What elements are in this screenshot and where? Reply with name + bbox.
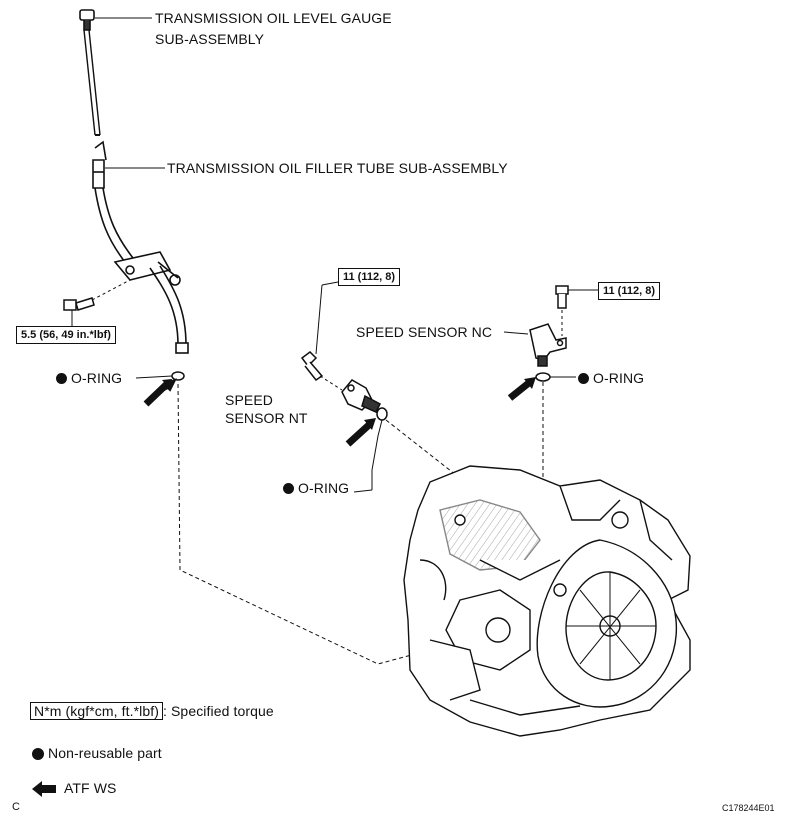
non-reusable-dot-icon	[56, 373, 67, 384]
o-ring-nc	[535, 372, 551, 382]
legend-torque: N*m (kgf*cm, ft.*lbf): Specified torque	[30, 702, 274, 720]
legend-nonreusable: Non-reusable part	[48, 745, 162, 761]
legend-dot-icon	[32, 748, 44, 760]
oil-filler-tube	[92, 140, 189, 354]
speed-sensor-nt-label-line1: SPEED	[225, 392, 273, 408]
atf-arrow-nc	[507, 379, 533, 401]
torque-nc-bolt: 11 (112, 8)	[598, 282, 660, 300]
atf-arrow-nt	[345, 421, 373, 447]
gauge-label-line1: TRANSMISSION OIL LEVEL GAUGE	[155, 10, 392, 26]
legend-arrow-icon	[32, 781, 56, 797]
filler-tube-label: TRANSMISSION OIL FILLER TUBE SUB-ASSEMBL…	[167, 160, 508, 176]
o-ring-nt	[376, 407, 388, 421]
speed-sensor-nc-label: SPEED SENSOR NC	[356, 324, 493, 340]
speed-sensor-nc	[529, 323, 567, 367]
illustration-code: C178244E01	[722, 803, 775, 813]
filler-tube-bolt	[63, 297, 95, 311]
install-lines	[177, 382, 544, 665]
corner-letter: C	[12, 801, 20, 813]
legend-torque-text: : Specified torque	[163, 703, 274, 719]
torque-filler-bolt: 5.5 (56, 49 in.*lbf)	[16, 326, 116, 344]
o-ring-mid-label: O-RING	[283, 480, 349, 497]
legend-torque-box: N*m (kgf*cm, ft.*lbf)	[30, 702, 164, 720]
legend-atf: ATF WS	[64, 780, 117, 796]
speed-sensor-nt-bolt	[300, 351, 324, 382]
speed-sensor-nt	[341, 379, 381, 413]
transaxle-housing	[403, 465, 691, 737]
gauge-label-line2: SUB-ASSEMBLY	[155, 31, 265, 47]
torque-nt-bolt: 11 (112, 8)	[338, 268, 400, 286]
o-ring-left	[171, 371, 185, 381]
speed-sensor-nt-label-line2: SENSOR NT	[225, 410, 308, 426]
non-reusable-dot-icon	[283, 483, 294, 494]
o-ring-right-label: O-RING	[578, 370, 644, 387]
o-ring-left-label: O-RING	[56, 370, 122, 387]
non-reusable-dot-icon	[578, 373, 589, 384]
speed-sensor-nc-bolt	[555, 285, 569, 309]
oil-level-gauge	[79, 9, 101, 136]
